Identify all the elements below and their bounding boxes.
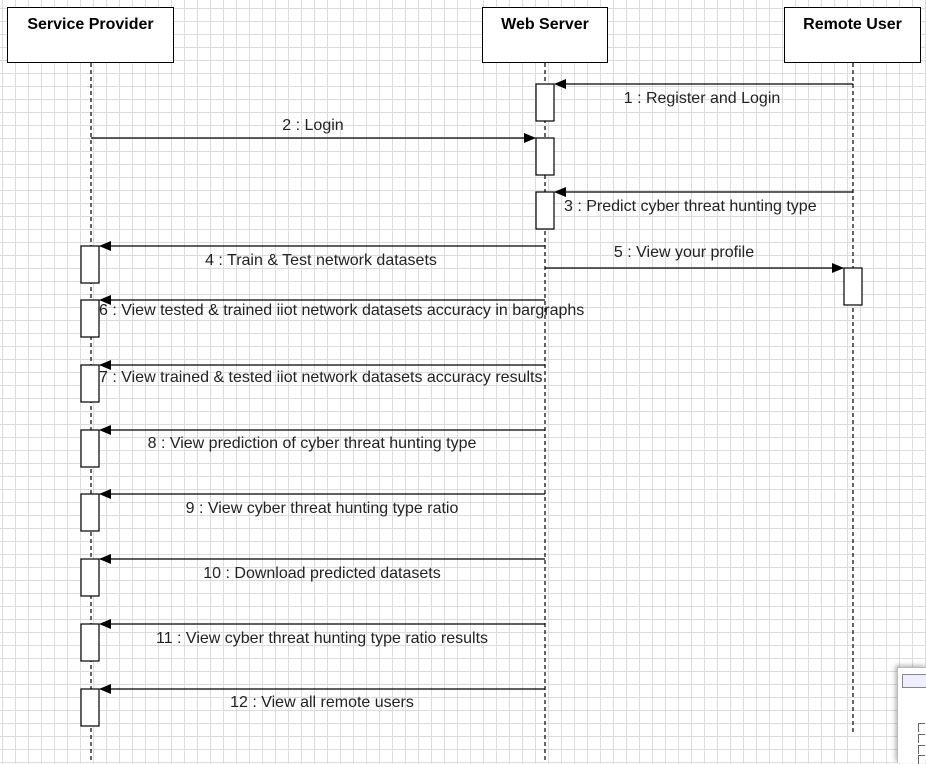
activation-service-provider-1	[80, 245, 100, 284]
message-label-2[interactable]: 2 : Login	[282, 117, 343, 134]
activation-service-provider-6	[80, 558, 100, 597]
navigator-viewport[interactable]	[902, 674, 926, 688]
actor-remote-user[interactable]: Remote User	[784, 7, 921, 63]
activation-service-provider-5	[80, 493, 100, 532]
activation-web-server-1	[535, 83, 555, 122]
activation-service-provider-7	[80, 623, 100, 662]
message-label-3[interactable]: 3 : Predict cyber threat hunting type	[564, 198, 817, 215]
actor-web-server[interactable]: Web Server	[482, 7, 608, 63]
message-label-8[interactable]: 8 : View prediction of cyber threat hunt…	[148, 435, 477, 452]
message-label-6[interactable]: 6 : View tested & trained iiot network d…	[99, 302, 584, 319]
activation-service-provider-8	[80, 688, 100, 727]
activation-service-provider-4	[80, 429, 100, 468]
message-label-1[interactable]: 1 : Register and Login	[624, 90, 781, 107]
message-label-10[interactable]: 10 : Download predicted datasets	[203, 565, 440, 582]
activation-service-provider-3	[80, 364, 100, 403]
activation-remote-user-1	[843, 267, 863, 306]
activation-service-provider-2	[80, 299, 100, 338]
navigator-thumb-mark	[918, 755, 925, 764]
navigator-thumb-mark	[918, 745, 925, 754]
outline-navigator[interactable]	[897, 667, 926, 764]
activation-web-server-2	[535, 137, 555, 176]
activation-web-server-3	[535, 191, 555, 230]
actor-service-provider[interactable]: Service Provider	[7, 7, 174, 63]
message-label-5[interactable]: 5 : View your profile	[614, 244, 754, 261]
navigator-thumb-mark	[918, 734, 925, 743]
message-label-7[interactable]: 7 : View trained & tested iiot network d…	[99, 369, 542, 386]
message-label-4[interactable]: 4 : Train & Test network datasets	[205, 252, 437, 269]
navigator-thumb-mark	[918, 723, 925, 732]
message-label-11[interactable]: 11 : View cyber threat hunting type rati…	[156, 630, 488, 647]
message-label-12[interactable]: 12 : View all remote users	[230, 694, 414, 711]
message-label-9[interactable]: 9 : View cyber threat hunting type ratio	[186, 500, 459, 517]
